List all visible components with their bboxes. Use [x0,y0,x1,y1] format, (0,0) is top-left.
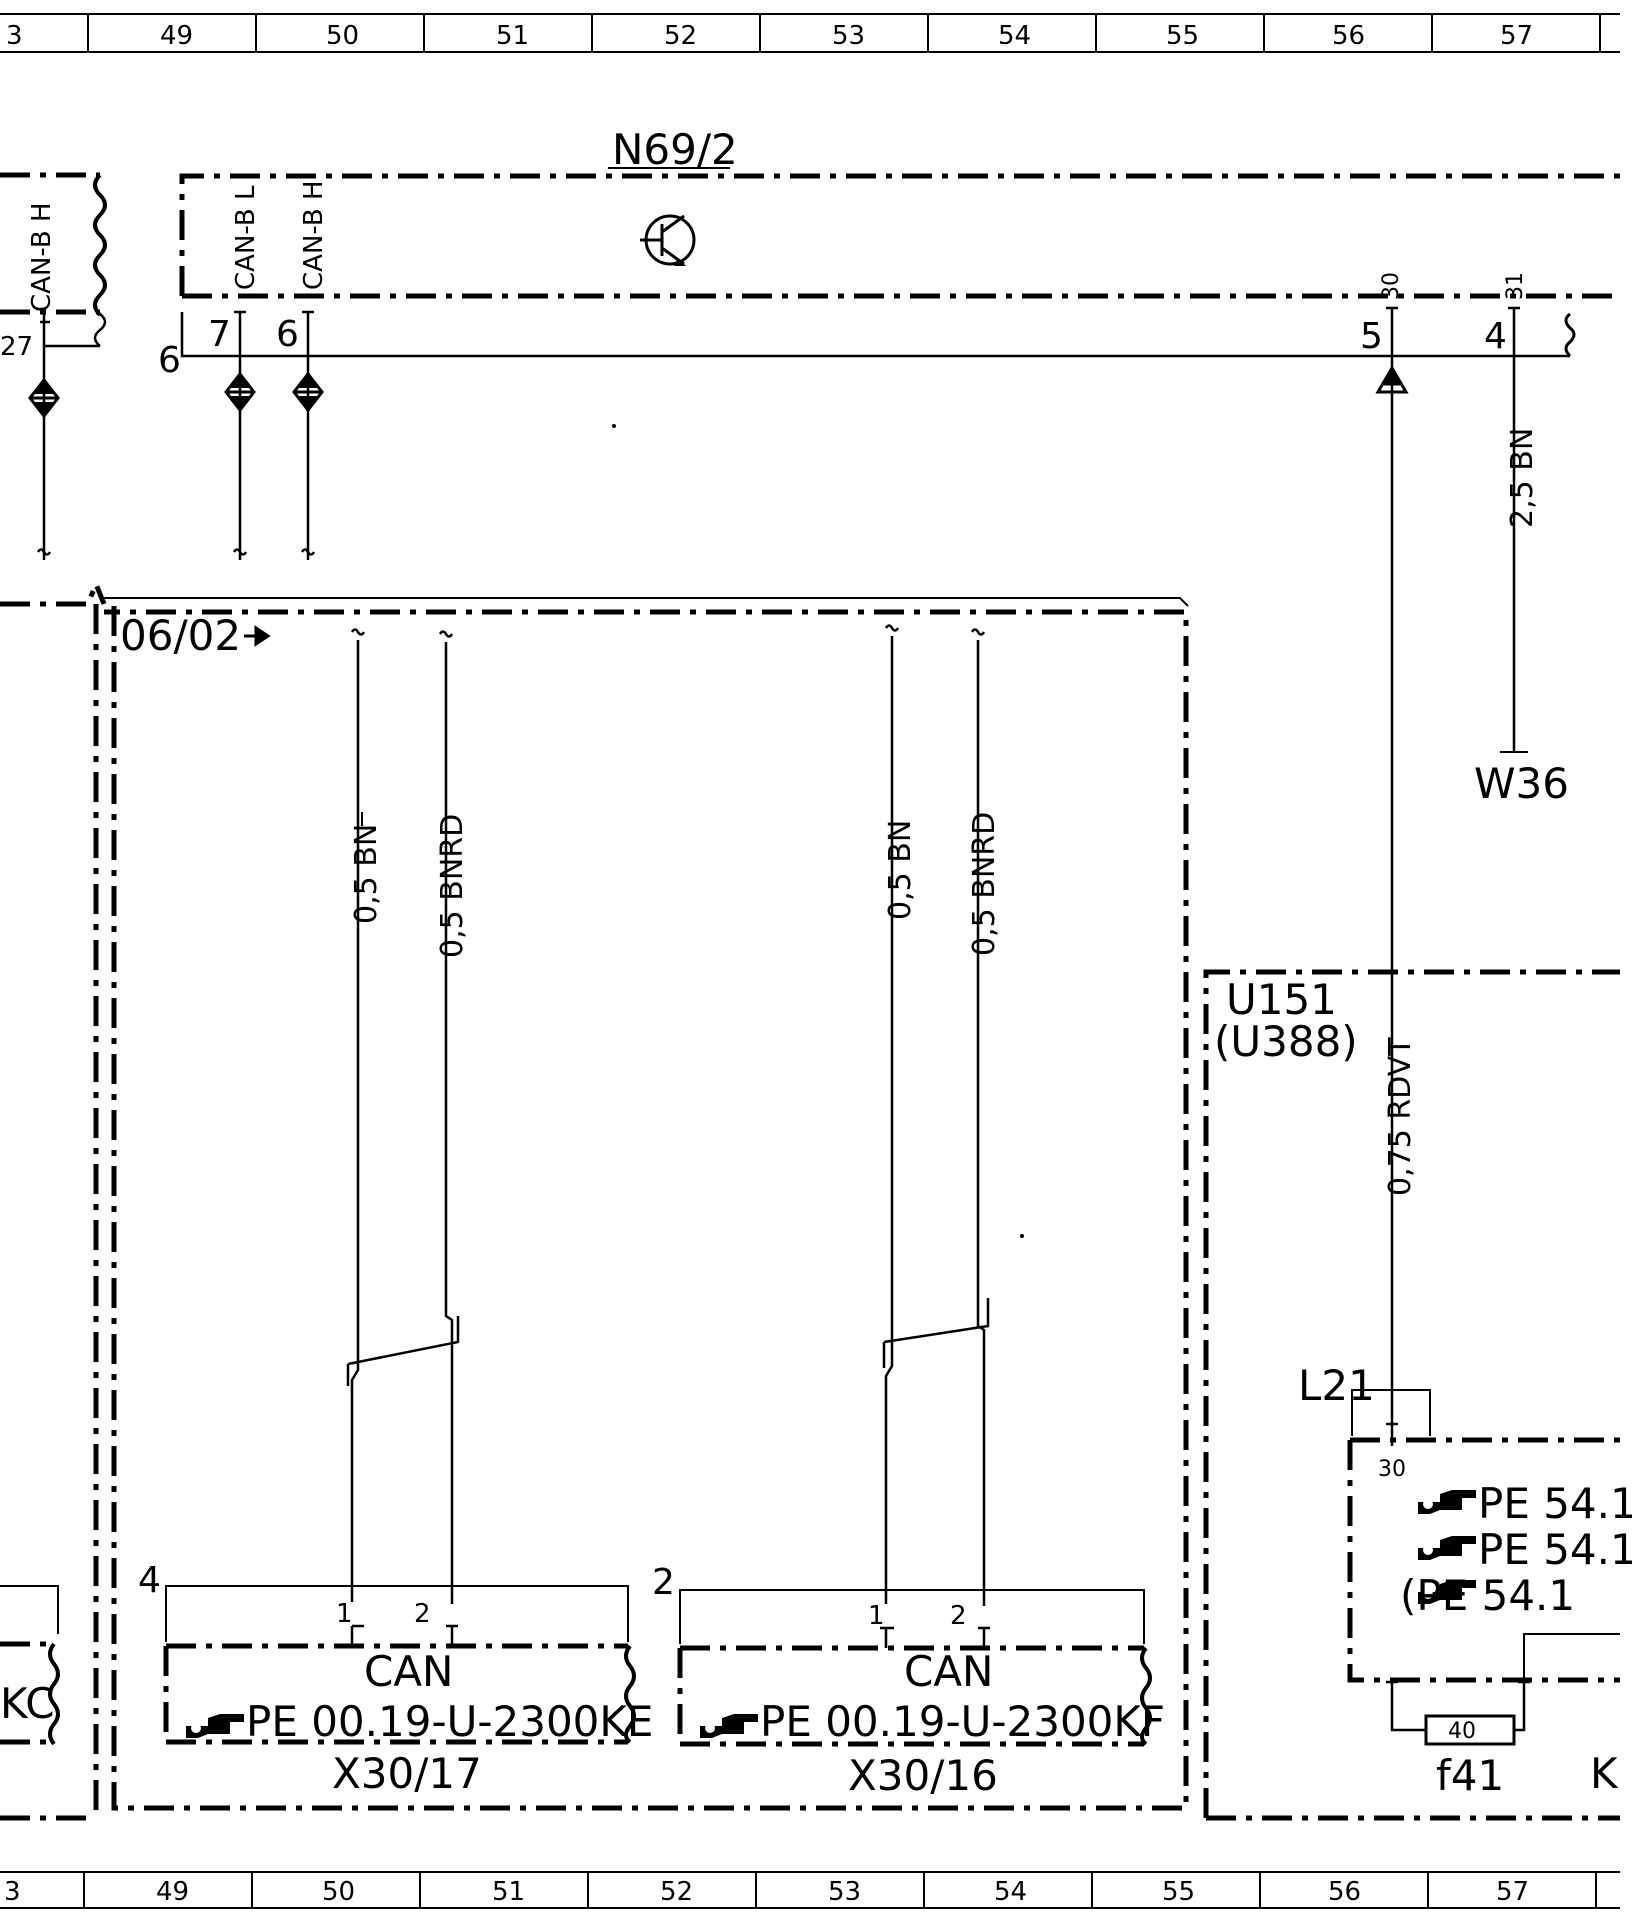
ruler-bottom-cell-8: 56 [1328,1877,1361,1907]
bottom-ruler: 3 49 50 51 52 53 54 55 56 57 [0,1871,1620,1909]
left-module-pin-27: 27 [0,332,33,362]
x30-16-can: CAN [904,1647,993,1696]
left-wire-break [36,548,52,556]
ruler-bottom-cell-5: 53 [828,1877,861,1907]
junction-can-l [224,372,256,412]
ruler-bottom-cell-2: 50 [322,1877,355,1907]
fuse-ref1-hand-icon [1418,1490,1476,1514]
wire-break-w2 [438,630,454,638]
ruler-cell-2: 50 [326,21,359,51]
x30-16-pin1: 1 [868,1601,885,1631]
n69-2-pin-30: 30 [1379,272,1404,300]
ruler-cell-6: 54 [998,21,1031,51]
fuse-box-pin-30: 30 [1378,1457,1406,1482]
ruler-bottom-cell-0: 3 [4,1877,21,1907]
n69-2-label: N69/2 [612,125,738,174]
connector-x30-16: 2 1 2 CAN PE 00.19-U-2300KF X30/16 [652,1562,1165,1800]
x30-17-pin1: 1 [336,1599,353,1629]
wire-break-w1 [350,628,366,636]
wire-label-w3: 0,5 BN [883,820,918,920]
x30-16-conn-num: 2 [652,1562,675,1603]
x30-16-hand-icon [700,1714,758,1738]
fuse-box: L21 30 PE 54.1 PE 54.1 (PE 54.1 40 f41 K [1298,1361,1632,1800]
x30-16-pin2: 2 [950,1601,967,1631]
ruler-cell-1: 49 [160,21,193,51]
ruler-bottom-cell-1: 49 [156,1877,189,1907]
zone-06-02-frame: 06/02 [0,604,1189,1821]
n69-2-can-b-h: CAN-B H [299,181,329,291]
top-ruler: 3 49 50 51 52 53 54 55 56 57 [0,13,1620,53]
left-connector-kc: KC [0,1585,60,1746]
f41-label: f41 [1436,1751,1504,1800]
x30-17-label: X30/17 [332,1749,482,1798]
ruler-cell-0: 3 [6,21,23,51]
x30-17-ref: PE 00.19-U-2300KE [246,1697,653,1746]
connector-7: 7 [208,314,231,355]
ruler-cell-3: 51 [496,21,529,51]
rdvt-wire: 0,75 RDVT [1375,306,1418,1424]
w36-label: W36 [1474,759,1569,808]
connector-x30-17: 4 1 2 CAN PE 00.19-U-2300KE X30/17 [138,1560,653,1798]
zone-separator [0,577,1189,607]
junction-can-h [292,372,324,412]
fuse-ref2-hand-icon [1418,1536,1476,1560]
ruler-bottom-cell-3: 51 [492,1877,525,1907]
x30-17-hand-icon [186,1714,244,1738]
connector-6b: 6 [276,314,299,355]
wire-break-can-l [232,548,248,556]
date-code: 06/02 [120,611,241,660]
wire-label-w2: 0,5 BNRD [435,814,470,958]
ruler-bottom-cell-6: 54 [994,1877,1027,1907]
ruler-bottom-cell-7: 55 [1162,1877,1195,1907]
wire-break-can-h [300,548,316,556]
n69-2-pin-31: 31 [1503,272,1528,300]
x30-16-label: X30/16 [848,1751,998,1800]
left-module-can-b-h: CAN-B H [27,203,57,313]
connector-4: 4 [1484,316,1507,357]
x30-16-ref: PE 00.19-U-2300KF [760,1697,1165,1746]
wire-label-w1: 0,5 BN [349,824,384,924]
x30-17-wires: 0,5 BN 0,5 BNRD [346,628,470,1604]
bn-wire-w36: 2,5 BN W36 [1474,306,1569,808]
wire-label-w4: 0,5 BNRD [967,812,1002,956]
x30-17-conn-num: 4 [138,1560,161,1601]
n69-2-module: N69/2 CAN-B L CAN-B H 30 31 [179,125,1620,300]
wire-break-w4 [970,628,986,636]
l21-label: L21 [1298,1361,1375,1410]
x30-17-can: CAN [364,1647,453,1696]
connector-6: 6 [158,340,181,381]
n69-2-can-b-l: CAN-B L [231,185,261,290]
connector-5: 5 [1360,316,1383,357]
x30-17-pin2: 2 [414,1599,431,1629]
u151-alt: (U388) [1214,1017,1358,1066]
f41-rating: 40 [1448,1719,1476,1744]
fuse-ref-2: PE 54.1 [1478,1525,1632,1574]
connector-strip: 6 7 6 5 4 [158,310,1576,560]
u151-zone: U151 (U388) [1203,969,1620,1821]
ruler-cell-9: 57 [1500,21,1533,51]
ruler-cell-8: 56 [1332,21,1365,51]
left-connector-label: KC [0,1679,55,1728]
wire-label-rdvt: 0,75 RDVT [1383,1037,1418,1196]
fuse-ref-1: PE 54.1 [1478,1479,1632,1528]
ruler-bottom-cell-9: 57 [1496,1877,1529,1907]
ruler-cell-7: 55 [1166,21,1199,51]
ruler-cell-5: 53 [832,21,865,51]
x30-16-wires: 0,5 BN 0,5 BNRD [882,624,1002,1606]
left-module: CAN-B H 27 [0,172,107,560]
wire-label-bn: 2,5 BN [1505,428,1540,528]
wire-break-w3 [884,624,900,632]
transistor-icon [640,214,696,266]
left-junction [28,378,60,418]
u151-label: U151 [1226,975,1337,1024]
ruler-bottom-cell-4: 52 [660,1877,693,1907]
fuse-ref-3: (PE 54.1 [1400,1571,1575,1620]
fuse-box-k: K [1590,1749,1619,1798]
ruler-cell-4: 52 [664,21,697,51]
